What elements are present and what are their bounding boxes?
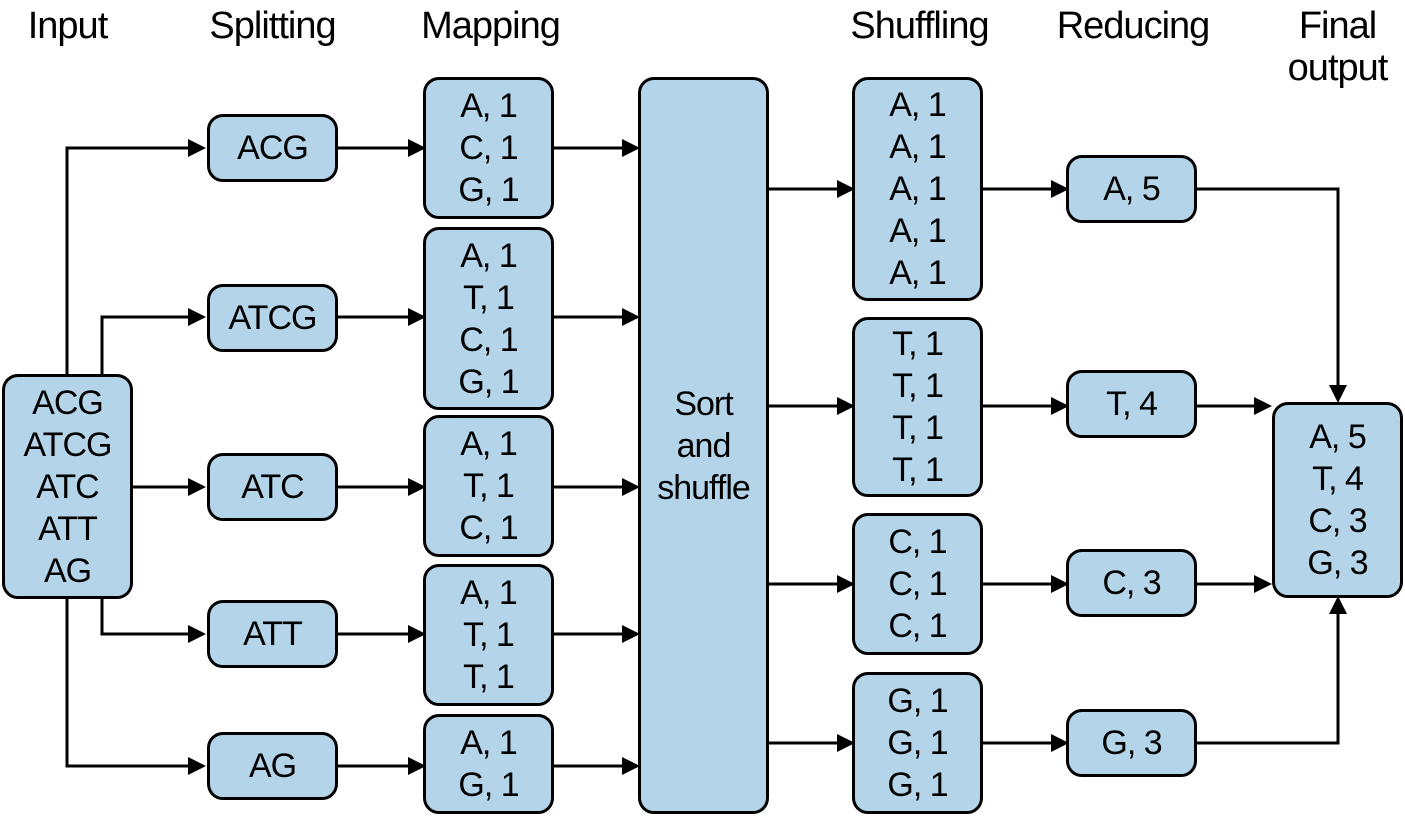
reduce-result: G, 3 [1101,724,1162,762]
shuffle-box-1: A, 1 A, 1 A, 1 A, 1 A, 1 [852,77,983,301]
final-result: A, 5 [1309,418,1366,456]
map-box-3: A, 1 T, 1 C, 1 [423,415,554,557]
input-item: ACG [32,383,104,422]
map-box-4: A, 1 T, 1 T, 1 [423,564,554,706]
shuffle-pair: A, 1 [889,128,946,166]
sort-shuffle-box: Sort and shuffle [638,77,769,814]
map-pair: A, 1 [460,425,517,463]
shuffle-pair: G, 1 [887,682,948,720]
shuffle-pair: C, 1 [888,523,947,561]
input-box: ACG ATCG ATC ATT AG [2,374,133,599]
map-pair: A, 1 [460,87,517,125]
map-pair: T, 1 [463,616,515,654]
header-splitting: Splitting [209,5,336,47]
map-pair: T, 1 [463,658,515,696]
map-pair: G, 1 [458,766,519,804]
final-result: G, 3 [1307,544,1368,582]
input-item: ATT [38,509,98,548]
input-item: ATC [36,467,99,506]
edge-reduce-final-4 [1196,596,1347,745]
shuffle-box-3: C, 1 C, 1 C, 1 [852,513,983,655]
map-pair: C, 1 [459,129,518,167]
input-item: AG [43,551,92,590]
map-pair: T, 1 [463,467,515,505]
edge-input-split-5 [65,598,206,775]
split-box-3: ATC [207,453,338,521]
split-label: ATCG [228,299,318,337]
final-result: C, 3 [1308,502,1367,540]
map-pair: T, 1 [463,278,515,317]
header-reducing: Reducing [1056,5,1211,47]
shuffle-pair: T, 1 [892,409,944,447]
edge-input-split-4 [100,598,206,643]
shuffle-pair: T, 1 [892,367,944,405]
map-box-1: A, 1 C, 1 G, 1 [423,77,554,219]
shuffle-pair: A, 1 [889,212,946,250]
reduce-result: T, 4 [1106,385,1158,423]
reduce-box-3: C, 3 [1066,549,1197,617]
input-item: ATCG [23,425,113,464]
split-label: ACG [237,129,309,167]
sort-shuffle-label: and [676,426,732,465]
split-label: ATC [241,468,304,506]
shuffle-pair: T, 1 [892,451,944,489]
final-output-box: A, 5 T, 4 C, 3 G, 3 [1272,402,1403,598]
shuffle-pair: G, 1 [887,724,948,762]
shuffle-pair: A, 1 [889,254,946,292]
shuffle-pair: A, 1 [889,86,946,124]
final-result: T, 4 [1312,460,1364,498]
split-label: ATT [243,615,303,653]
map-pair: G, 1 [458,362,519,401]
edge-input-split-1 [65,139,206,374]
edge-reduce-final-1 [1196,187,1347,403]
edge-input-split-2 [100,308,206,374]
map-box-2: A, 1 T, 1 C, 1 G, 1 [423,227,554,410]
split-box-2: ATCG [207,284,338,352]
header-input: Input [27,5,109,47]
reduce-result: A, 5 [1103,170,1160,208]
map-box-5: A, 1 G, 1 [423,714,554,814]
sort-shuffle-label: Sort [674,384,733,423]
split-box-1: ACG [207,114,338,182]
map-pair: A, 1 [460,236,517,275]
map-pair: C, 1 [459,509,518,547]
shuffle-pair: A, 1 [889,170,946,208]
split-box-5: AG [207,732,338,800]
split-label: AG [248,747,297,785]
shuffle-pair: C, 1 [888,607,947,645]
split-box-4: ATT [207,600,338,668]
shuffle-pair: T, 1 [892,325,944,363]
header-shuffling: Shuffling [850,5,989,47]
sort-shuffle-label: shuffle [657,468,751,507]
reduce-box-1: A, 5 [1066,155,1197,223]
shuffle-pair: C, 1 [888,565,947,603]
header-mapping: Mapping [421,5,561,47]
shuffle-box-2: T, 1 T, 1 T, 1 T, 1 [852,317,983,497]
shuffle-pair: G, 1 [887,766,948,804]
header-final-output: Final output [1287,5,1389,89]
map-pair: A, 1 [460,724,517,762]
map-pair: A, 1 [460,574,517,612]
map-pair: G, 1 [458,171,519,209]
reduce-box-2: T, 4 [1066,370,1197,438]
shuffle-box-4: G, 1 G, 1 G, 1 [852,672,983,814]
reduce-result: C, 3 [1102,564,1161,602]
reduce-box-4: G, 3 [1066,709,1197,777]
map-pair: C, 1 [459,320,518,359]
